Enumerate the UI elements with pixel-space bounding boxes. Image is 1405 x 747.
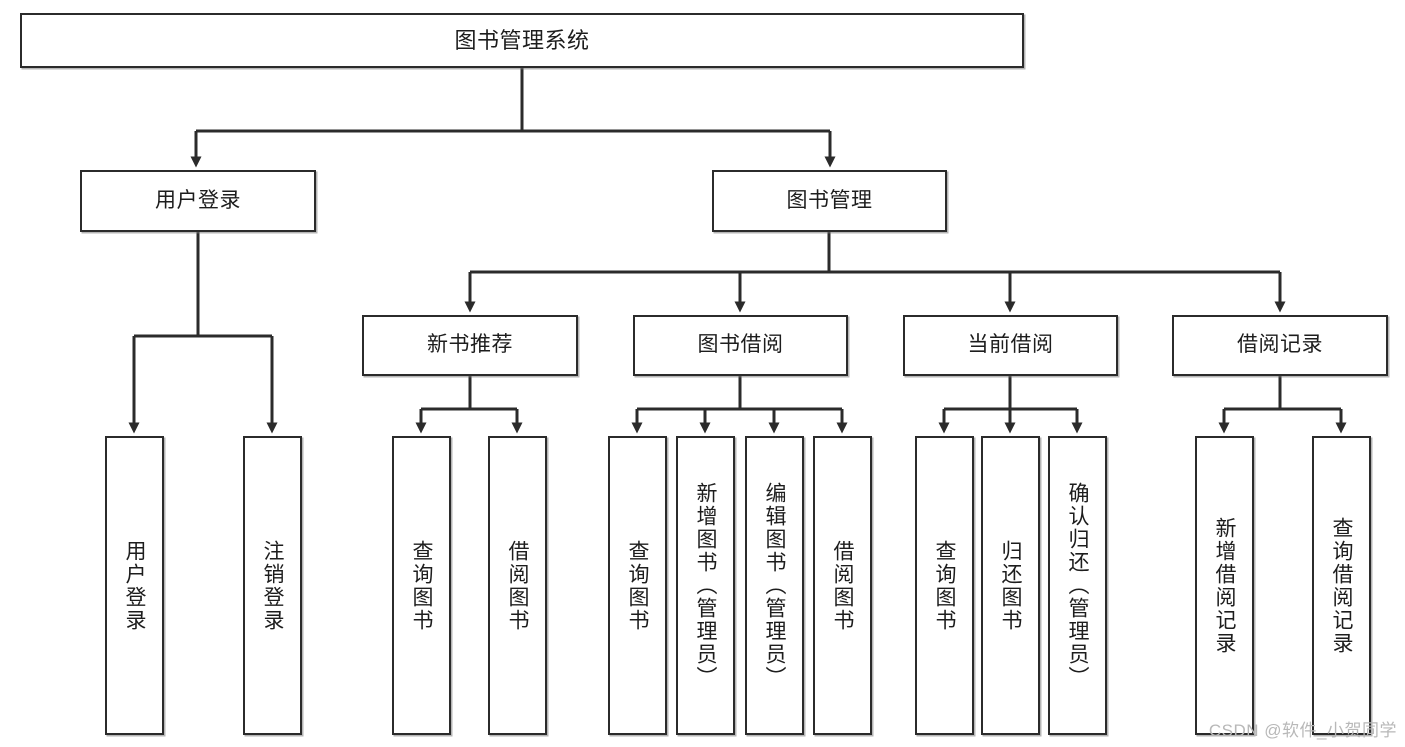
node-leaf-confirm-return-label: 确认归还（管理员） [1066,482,1089,689]
node-leaf-query-record[interactable]: 查询借阅记录 [1312,436,1371,735]
node-root-label: 图书管理系统 [454,27,590,53]
node-leaf-add-book-label: 新增图书（管理员） [694,482,717,689]
node-book-borrow-label: 图书借阅 [697,333,784,357]
node-leaf-query-record-label: 查询借阅记录 [1330,516,1353,655]
node-leaf-edit-book-label: 编辑图书（管理员） [763,482,786,689]
node-leaf-logout-label: 注销登录 [261,539,284,632]
node-leaf-logout[interactable]: 注销登录 [243,436,302,735]
node-borrow-record[interactable]: 借阅记录 [1172,315,1388,376]
node-leaf-query-book-2-label: 查询图书 [626,539,649,632]
node-user-login[interactable]: 用户登录 [80,170,316,232]
node-user-login-label: 用户登录 [155,188,241,212]
node-leaf-add-record[interactable]: 新增借阅记录 [1195,436,1254,735]
node-leaf-borrow-book-1[interactable]: 借阅图书 [488,436,547,735]
node-leaf-user-login[interactable]: 用户登录 [105,436,164,735]
node-borrow-record-label: 借阅记录 [1237,333,1323,357]
node-new-book-recommend[interactable]: 新书推荐 [362,315,578,376]
node-leaf-add-record-label: 新增借阅记录 [1213,516,1236,655]
node-leaf-edit-book[interactable]: 编辑图书（管理员） [745,436,804,735]
node-new-book-recommend-label: 新书推荐 [427,333,513,357]
node-leaf-query-book-1-label: 查询图书 [410,539,433,632]
node-leaf-query-book-1[interactable]: 查询图书 [392,436,451,735]
node-current-borrow[interactable]: 当前借阅 [903,315,1118,376]
node-book-borrow[interactable]: 图书借阅 [633,315,848,376]
node-leaf-query-book-3[interactable]: 查询图书 [915,436,974,735]
node-leaf-borrow-book-1-label: 借阅图书 [506,539,529,632]
node-leaf-user-login-label: 用户登录 [123,539,146,632]
node-current-borrow-label: 当前借阅 [967,333,1054,357]
node-leaf-return-book-label: 归还图书 [999,539,1022,632]
node-leaf-borrow-book-2-label: 借阅图书 [831,539,854,632]
node-leaf-query-book-2[interactable]: 查询图书 [608,436,667,735]
node-book-manage-label: 图书管理 [786,188,873,212]
node-book-manage[interactable]: 图书管理 [712,170,947,232]
node-leaf-add-book[interactable]: 新增图书（管理员） [676,436,735,735]
node-leaf-borrow-book-2[interactable]: 借阅图书 [813,436,872,735]
csdn-watermark: CSDN @软件_小贺同学 [1208,721,1397,740]
node-leaf-return-book[interactable]: 归还图书 [981,436,1040,735]
node-leaf-query-book-3-label: 查询图书 [933,539,956,632]
node-root[interactable]: 图书管理系统 [20,13,1024,68]
node-leaf-confirm-return[interactable]: 确认归还（管理员） [1048,436,1107,735]
